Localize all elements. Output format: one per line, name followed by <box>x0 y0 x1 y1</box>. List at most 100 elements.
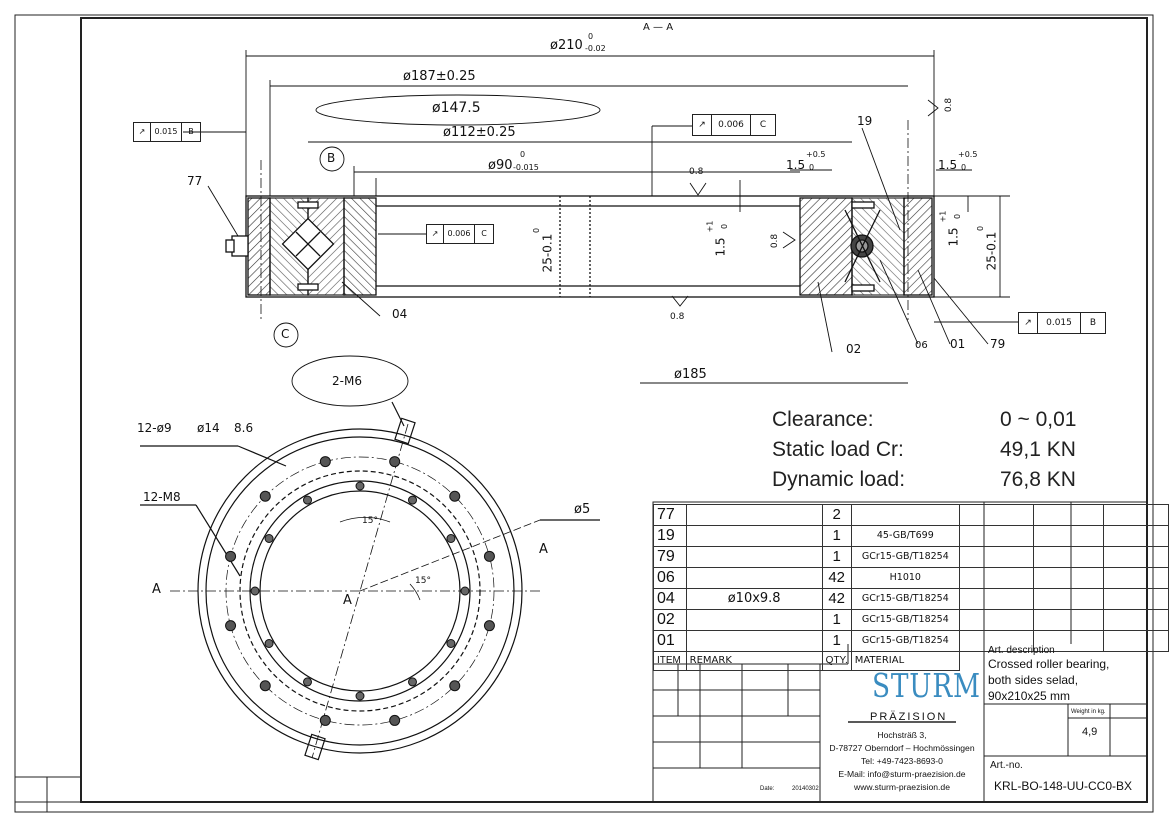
company-email[interactable]: E-Mail: info@sturm-praezision.de <box>838 769 966 779</box>
dim-d185: ø185 <box>674 367 707 382</box>
parts-empty-cell <box>1032 546 1105 568</box>
dim-h15-right-tol: +1 <box>938 210 948 223</box>
inner-bolt-hole <box>303 495 312 505</box>
dim-w15-right-tol: +0.5 <box>958 150 978 159</box>
tolerance-datum: B <box>188 127 194 136</box>
date-value: 20140302 <box>792 786 819 792</box>
parts-material-cell: 45-GB/T699 <box>850 525 960 547</box>
dim-d187: ø187±0.25 <box>403 69 476 84</box>
art-no-value: KRL-BO-148-UU-CC0-BX <box>994 779 1133 793</box>
tolerance-value: 0.015 <box>151 123 182 141</box>
tolerance-value: 0.006 <box>444 225 475 243</box>
parts-qty-cell: 1 <box>821 609 852 631</box>
dim-h25-right: 25-0.1 <box>984 231 999 271</box>
parts-remark-cell <box>685 525 823 547</box>
weight-value: 4,9 <box>1082 726 1098 738</box>
date-label: Date: <box>760 786 775 792</box>
dim-h15-right-zero: 0 <box>953 213 963 220</box>
dim-d90-tol: -0.015 <box>513 163 539 172</box>
company-web[interactable]: www.sturm-praezision.de <box>854 782 950 792</box>
outer-bolt-hole <box>319 456 331 468</box>
parts-material-cell: GCr15-GB/T18254 <box>850 546 960 568</box>
parts-empty-cell <box>1103 609 1169 631</box>
parts-qty-cell: 1 <box>821 546 852 568</box>
dim-h25-left-zero: 0 <box>532 227 542 234</box>
roughness-top: 0.8 <box>689 167 704 177</box>
spec-dynamic-load-value: 76,8 KN <box>1000 468 1076 491</box>
header-material: MATERIAL <box>850 651 960 671</box>
parts-qty-cell: 2 <box>821 504 852 526</box>
art-description-line3: 90x210x25 mm <box>988 689 1071 703</box>
parts-item-cell: 02 <box>653 609 687 631</box>
callout-19: 19 <box>857 114 873 128</box>
callout-holes-14: ø14 <box>197 421 220 435</box>
dim-d5: ø5 <box>574 502 591 517</box>
company-sub: PRÄZISION <box>870 711 948 723</box>
outer-bolt-hole <box>389 714 401 726</box>
roughness-corner: 0.8 <box>944 97 955 113</box>
dim-h25-left: 25-0.1 <box>540 233 555 273</box>
parts-qty-cell: 42 <box>821 567 852 589</box>
art-no-label: Art.-no. <box>990 760 1023 771</box>
company-city: D-78727 Oberndorf – Hochmössingen <box>829 743 975 753</box>
parts-empty-cell <box>1032 525 1105 547</box>
runout-icon: ↗ <box>427 225 444 243</box>
runout-icon: ↗ <box>693 115 712 135</box>
inner-bolt-hole <box>303 677 312 687</box>
parts-empty-cell <box>958 525 1034 547</box>
parts-material-cell: GCr15-GB/T18254 <box>850 630 960 652</box>
roughness-bottom: 0.8 <box>670 312 685 322</box>
parts-remark-cell <box>685 567 823 589</box>
outer-bolt-hole <box>449 680 461 692</box>
dim-w15-left: 1.5 <box>786 158 806 172</box>
inner-bolt-hole <box>460 586 470 596</box>
callout-04: 04 <box>392 307 408 321</box>
tolerance-value: 0.015 <box>1038 313 1081 333</box>
parts-empty-cell <box>1103 525 1169 547</box>
parts-empty-cell <box>958 546 1034 568</box>
tolerance-frame-top: ↗ 0.006 C <box>692 114 776 136</box>
art-description-line1: Crossed roller bearing, <box>988 657 1110 671</box>
parts-list-header: ITEM REMARK QTY. MATERIAL <box>653 651 1169 671</box>
parts-item-cell: 06 <box>653 567 687 589</box>
callout-m8: 12-M8 <box>143 490 181 504</box>
header-item: ITEM <box>653 651 687 671</box>
section-mark: A — A <box>643 22 674 33</box>
parts-item-cell: 04 <box>653 588 687 610</box>
parts-empty-cell <box>958 588 1034 610</box>
outer-bolt-hole <box>449 490 461 502</box>
dim-d112: ø112±0.25 <box>443 125 516 140</box>
inner-bolt-hole <box>446 639 456 648</box>
parts-empty-cell <box>1032 609 1105 631</box>
callout-77: 77 <box>187 174 203 188</box>
callout-holes-9: 12-ø9 <box>137 421 172 435</box>
section-label-right: A <box>539 542 548 557</box>
parts-empty-cell <box>1103 567 1169 589</box>
callout-79: 79 <box>990 337 1006 351</box>
parts-item-cell: 77 <box>653 504 687 526</box>
dim-d147: ø147.5 <box>432 100 481 116</box>
datum-b: B <box>327 151 336 165</box>
spec-clearance-value: 0 ~ 0,01 <box>1000 408 1077 431</box>
parts-remark-cell <box>685 504 823 526</box>
outer-bolt-hole <box>259 680 271 692</box>
outer-bolt-hole <box>259 490 271 502</box>
outer-bolt-hole <box>389 456 401 468</box>
dim-h15-mid-tol: +1 <box>705 220 715 233</box>
header-qty: QTY. <box>821 651 852 671</box>
callout-02: 02 <box>846 342 862 356</box>
outer-bolt-hole <box>319 714 331 726</box>
parts-empty-cell <box>1032 567 1105 589</box>
inner-bolt-hole <box>264 534 274 543</box>
parts-empty-cell <box>1032 504 1105 526</box>
callout-01: 01 <box>950 337 966 351</box>
dim-h15-right: 1.5 <box>946 227 961 247</box>
parts-item-cell: 79 <box>653 546 687 568</box>
company-logo: STURM <box>872 666 981 705</box>
